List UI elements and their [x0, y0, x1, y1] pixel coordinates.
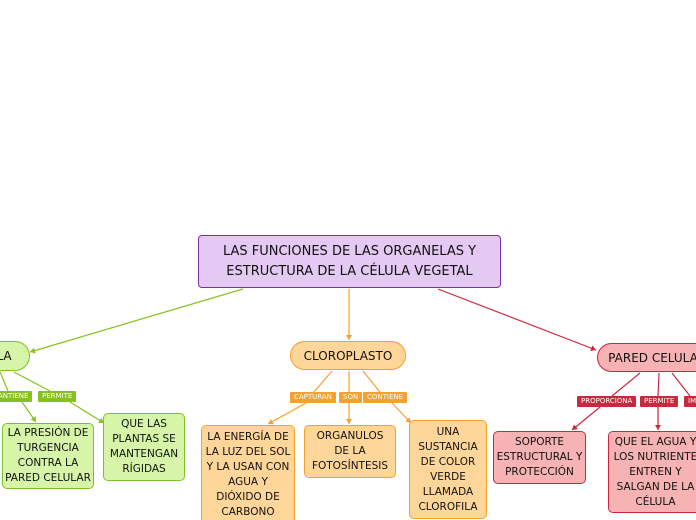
- link-label-permite-pared[interactable]: PERMITE: [640, 396, 679, 407]
- connector-tag-0-leaf-0-arrowhead: [572, 424, 578, 430]
- leaf-plantas-rigidas[interactable]: QUE LAS PLANTAS SE MANTENGAN RÍGIDAS: [103, 413, 185, 481]
- leaf-agua-nutrientes[interactable]: QUE EL AGUA Y LOS NUTRIENTE ENTREN Y SAL…: [608, 431, 696, 513]
- connector-root-to-branch-0: [29, 288, 244, 353]
- link-label-contiene[interactable]: CONTIENE: [363, 392, 408, 403]
- connector-tag-1-leaf-1-arrowhead: [346, 419, 352, 424]
- connector-root-to-branch-2: [437, 288, 597, 351]
- connector-tag-0-leaf-0-arrowhead: [268, 418, 274, 425]
- leaf-presion-turgencia[interactable]: LA PRESIÓN DE TURGENCIA CONTRA LA PARED …: [2, 423, 94, 489]
- leaf-energia-luz-sol[interactable]: LA ENERGÍA DE LA LUZ DEL SOL Y LA USAN C…: [201, 425, 295, 520]
- leaf-soporte-estructural[interactable]: SOPORTE ESTRUCTURAL Y PROTECCIÓN: [493, 431, 586, 484]
- leaf-clorofila[interactable]: UNA SUSTANCIA DE COLOR VERDE LLAMADA CLO…: [409, 420, 487, 519]
- central-topic[interactable]: LAS FUNCIONES DE LAS ORGANELAS Y ESTRUCT…: [198, 235, 501, 288]
- connector-tag-1-leaf-1: [69, 401, 105, 424]
- connector-branch-2-tag-2: [671, 372, 691, 397]
- link-label-son[interactable]: SON: [339, 392, 363, 403]
- connector-branch-0-tag-1: [13, 371, 51, 392]
- link-label-truncated[interactable]: IM: [684, 396, 696, 407]
- branch-pared-celular[interactable]: PARED CELULA: [597, 343, 696, 372]
- branch-cloroplasto[interactable]: CLOROPLASTO: [290, 341, 406, 370]
- connector-root-to-branch-0-arrowhead: [30, 347, 36, 354]
- connector-root-to-branch-1-arrowhead: [346, 335, 352, 340]
- branch-vacuola[interactable]: LA: [0, 341, 30, 371]
- link-label-antiene[interactable]: ANTIENE: [0, 391, 33, 402]
- connector-branch-1-tag-2: [362, 370, 381, 393]
- connector-branch-0-tag-0: [0, 371, 9, 392]
- connector-tag-1-leaf-1-arrowhead: [98, 417, 104, 423]
- connector-tag-1-leaf-1-arrowhead: [655, 425, 661, 430]
- leaf-organulos-fotosintesis[interactable]: ORGANULOS DE LA FOTOSÍNTESIS: [304, 425, 396, 478]
- link-label-capturan[interactable]: CAPTURAN: [290, 392, 336, 403]
- connector-tag-0-leaf-0: [571, 406, 601, 431]
- connector-root-to-branch-2-arrowhead: [590, 345, 596, 351]
- link-label-permite[interactable]: PERMITE: [38, 391, 77, 402]
- link-label-proporciona[interactable]: PROPORCIONA: [577, 396, 637, 407]
- connector-branch-1-tag-0: [313, 370, 333, 393]
- connector-branch-2-tag-1: [657, 372, 660, 397]
- connector-tag-0-leaf-0: [267, 402, 307, 425]
- connector-tag-0-leaf-0-arrowhead: [30, 416, 36, 422]
- connector-branch-2-tag-0: [611, 372, 641, 397]
